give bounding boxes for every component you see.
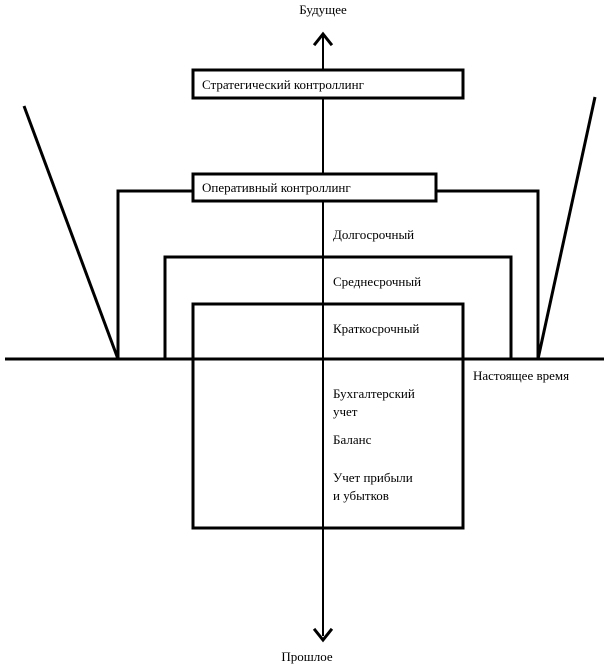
strategic-controlling-box <box>191 68 465 100</box>
arrow-down-icon <box>312 627 334 643</box>
label-short-term: Краткосрочный <box>333 321 419 336</box>
label-medium-term: Среднесрочный <box>333 274 421 289</box>
long-term-bracket <box>116 189 540 359</box>
label-future: Будущее <box>299 2 347 17</box>
operative-controlling-box <box>191 172 438 203</box>
medium-term-bracket <box>163 255 513 359</box>
label-operative-controlling: Оперативный контроллинг <box>202 180 351 195</box>
label-balance: Баланс <box>333 432 372 447</box>
short-term-rectangle <box>191 302 465 530</box>
funnel-left-line <box>22 105 120 360</box>
funnel-right-line <box>536 96 597 360</box>
label-pl-line2: и убытков <box>333 488 389 503</box>
label-present: Настоящее время <box>473 368 569 383</box>
label-past: Прошлое <box>281 649 333 664</box>
label-pl-line1: Учет прибыли <box>333 470 413 485</box>
label-long-term: Долгосрочный <box>333 227 414 242</box>
label-accounting-line2: учет <box>333 404 358 419</box>
arrow-up-icon <box>312 31 334 47</box>
label-accounting-line1: Бухгалтерский <box>333 386 415 401</box>
label-strategic-controlling: Стратегический контроллинг <box>202 77 364 92</box>
